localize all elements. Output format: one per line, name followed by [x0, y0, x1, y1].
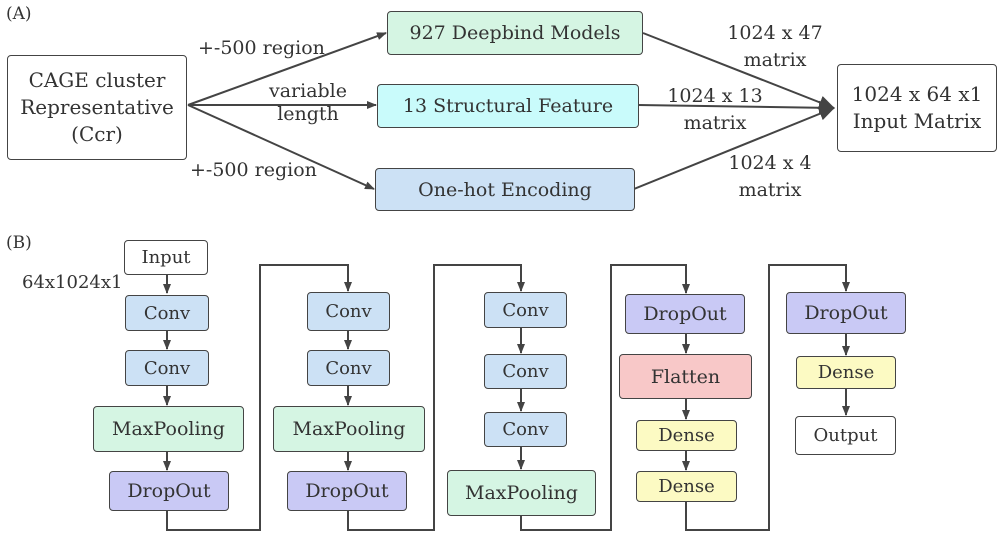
layer-dropout: DropOut — [786, 292, 906, 334]
panel-b-label: (B) — [6, 233, 32, 253]
layer-conv: Conv — [125, 295, 209, 331]
layer-maxpooling: MaxPooling — [447, 470, 596, 516]
layer-flatten: Flatten — [619, 354, 752, 399]
layer-conv: Conv — [484, 354, 567, 389]
layer-dropout: DropOut — [109, 471, 229, 511]
layer-dropout: DropOut — [625, 294, 745, 334]
input-matrix-box: 1024 x 64 x1 Input Matrix — [837, 64, 997, 152]
wrap-1-to-2 — [166, 264, 352, 531]
cage-cluster-box: CAGE cluster Representative (Ccr) — [7, 55, 187, 160]
layer-dropout: DropOut — [287, 471, 407, 511]
edge-cage-to-deepbind — [187, 32, 387, 106]
layer-maxpooling: MaxPooling — [273, 406, 425, 452]
onehot-encoding-box: One-hot Encoding — [375, 168, 635, 211]
edge-deepbind-to-matrix — [642, 32, 835, 110]
layer-conv: Conv — [484, 412, 567, 447]
input-shape-label: 64x1024x1 — [22, 272, 123, 293]
layer-dense: Dense — [636, 420, 737, 451]
layer-conv: Conv — [307, 350, 390, 386]
layer-conv: Conv — [484, 292, 567, 328]
matrix-bottom-label: 1024 x 4 matrix — [728, 152, 812, 201]
structural-feature-box: 13 Structural Feature — [377, 84, 639, 128]
edge-bottom-label: +-500 region — [190, 159, 317, 181]
layer-conv: Conv — [125, 350, 209, 386]
edge-mid-label: variable length — [268, 80, 348, 125]
layer-maxpooling: MaxPooling — [93, 406, 244, 452]
panel-a-label: (A) — [6, 4, 32, 24]
matrix-mid-label: 1024 x 13 matrix — [667, 85, 763, 134]
edge-structural-to-matrix — [637, 100, 835, 115]
layer-output: Output — [795, 416, 896, 455]
layer-dense: Dense — [796, 356, 896, 389]
wrap-2-to-3 — [347, 264, 525, 531]
layer-conv: Conv — [307, 292, 390, 331]
edge-cage-to-onehot — [187, 104, 375, 190]
deepbind-models-box: 927 Deepbind Models — [387, 11, 643, 55]
edge-onehot-to-matrix — [633, 107, 835, 190]
wrap-4-to-5 — [685, 264, 850, 531]
edge-top-label: +-500 region — [198, 37, 325, 59]
wrap-3-to-4 — [520, 264, 690, 531]
layer-input: Input — [124, 240, 208, 275]
matrix-top-label: 1024 x 47 matrix — [727, 22, 823, 71]
layer-dense: Dense — [636, 471, 737, 502]
